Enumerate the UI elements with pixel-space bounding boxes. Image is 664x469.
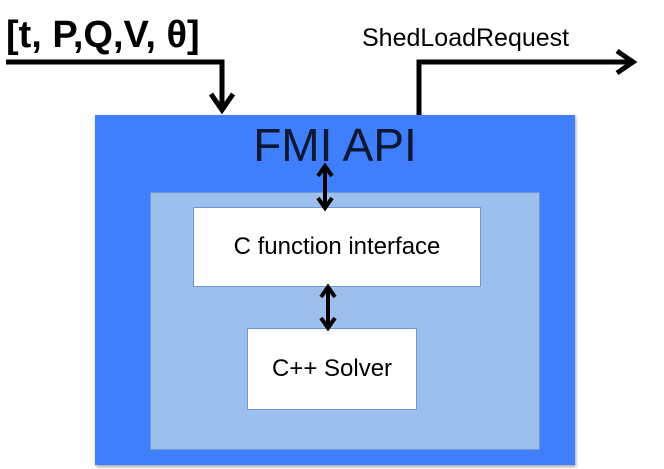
fmi-api-title: FMI API: [253, 119, 417, 171]
output-signal-label: ShedLoadRequest: [362, 24, 570, 52]
c-function-interface-label: C function interface: [233, 233, 441, 260]
api-cinterface-head-up: [316, 162, 334, 178]
api-cinterface-head-down: [316, 196, 334, 212]
output-arrow-line: [416, 59, 630, 115]
input-arrow-line: [6, 59, 225, 107]
c-function-interface-box: C function interface: [193, 207, 481, 287]
input-signals-label: [t, P,Q,V, θ]: [6, 14, 200, 56]
cinterface-solver-head-down: [319, 316, 337, 332]
output-arrow-head: [615, 48, 638, 76]
input-arrow-head: [208, 92, 236, 115]
cpp-solver-box: C++ Solver: [247, 328, 417, 410]
cinterface-solver-head-up: [319, 283, 337, 299]
cpp-solver-label: C++ Solver: [271, 355, 393, 382]
